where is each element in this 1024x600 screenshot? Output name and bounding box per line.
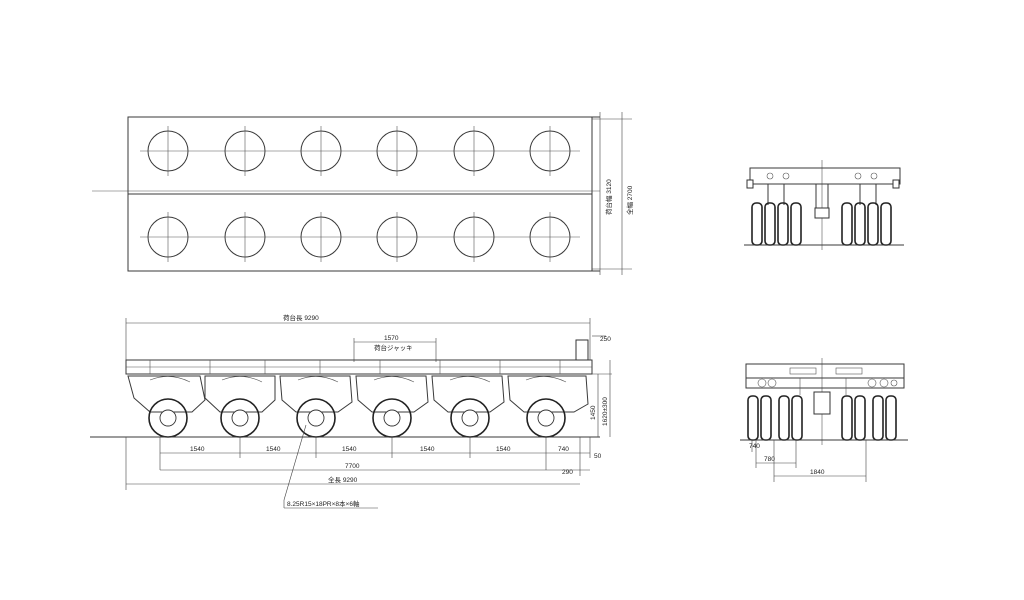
plan-wheel-cross-lines (167, 126, 551, 262)
tire (777, 202, 789, 246)
end-bottom-beam-lower (745, 377, 905, 389)
tire (880, 202, 892, 246)
side-label-jack: 荷台ジャッキ (374, 343, 413, 352)
tire (867, 202, 879, 246)
suspension-arm (297, 376, 339, 383)
end-top-bracket (746, 179, 754, 189)
end-view-bottom: 740 780 1840 (740, 358, 908, 482)
side-deck-brackets (149, 360, 561, 374)
plan-wheels-row-top (140, 130, 580, 172)
side-wheel-hub (231, 409, 249, 427)
end-label-1840: 1840 (810, 469, 825, 476)
tire (854, 202, 866, 246)
end-top-center-block (814, 207, 830, 219)
end-label-740: 740 (749, 443, 760, 450)
side-label-height-1450: 1450 (590, 405, 597, 420)
tire (778, 395, 790, 441)
side-wheel-hub (307, 409, 325, 427)
tire (841, 202, 853, 246)
suspension-unit (127, 375, 206, 413)
plan-wheels-row-bottom (140, 216, 580, 258)
side-label-rear-50: 50 (594, 453, 602, 460)
end-bottom-center-block (813, 391, 831, 415)
side-label-overhang: 290 (562, 469, 573, 476)
side-label-wheelbase: 7700 (345, 463, 360, 470)
side-wheel-hub (383, 409, 401, 427)
plan-label-outer-width: 全幅 2700 (625, 185, 634, 215)
tire (854, 395, 866, 441)
side-wheel-hub (537, 409, 555, 427)
tire (790, 202, 802, 246)
axle-spacing-label: 1540 (420, 446, 435, 453)
end-top-tires (751, 202, 892, 246)
tire-leader-line (283, 424, 307, 501)
end-top-beam (749, 167, 901, 185)
plan-view: 荷台幅 3120 全幅 2700 (92, 112, 634, 275)
suspension-arm (373, 376, 415, 383)
suspension-unit (355, 375, 429, 413)
tire (764, 202, 776, 246)
axle-spacing-label: 1540 (342, 446, 357, 453)
plan-label-inner-width: 荷台幅 3120 (604, 179, 613, 215)
tire (885, 395, 897, 441)
tire (841, 395, 853, 441)
suspension-arm (221, 376, 263, 383)
suspension-unit (204, 375, 276, 413)
axle-spacing-label: 1540 (190, 446, 205, 453)
side-wheel-hub (461, 409, 479, 427)
side-suspension-units (127, 375, 589, 413)
tire (872, 395, 884, 441)
end-top-struts (767, 184, 877, 208)
side-label-height-1620: 1620±300 (602, 397, 609, 426)
end-top-bolts (766, 172, 878, 180)
side-rear-post (575, 339, 589, 361)
suspension-arm (449, 376, 491, 383)
side-label-rear-740: 740 (558, 446, 569, 453)
tire (760, 395, 772, 441)
side-wheels (148, 398, 566, 438)
tire (791, 395, 803, 441)
side-wheel-hub (159, 409, 177, 427)
side-label-platform-length: 荷台長 9290 (283, 313, 319, 322)
tire (747, 395, 759, 441)
side-label-total-length: 全長 9290 (328, 475, 358, 484)
side-label-jack-dim: 1570 (384, 335, 399, 342)
tire-spec-label: 8.25R15×18PR×8本×6軸 (287, 499, 360, 508)
suspension-arm (525, 376, 567, 383)
tire (751, 202, 763, 246)
end-top-bracket (892, 179, 900, 189)
side-view: 荷台長 9290 1570 荷台ジャッキ 250 (90, 313, 612, 509)
suspension-arm (149, 376, 191, 383)
axle-spacing-label: 1540 (496, 446, 511, 453)
suspension-unit (507, 375, 589, 413)
side-label-250: 250 (600, 336, 611, 343)
end-bottom-beam (745, 363, 905, 379)
end-bottom-details (757, 367, 898, 395)
end-label-780: 780 (764, 456, 775, 463)
side-axle-ext-lines (159, 437, 591, 476)
suspension-unit (431, 375, 505, 413)
axle-spacing-label: 1540 (266, 446, 281, 453)
end-view-top (744, 160, 904, 250)
suspension-unit (279, 375, 353, 413)
